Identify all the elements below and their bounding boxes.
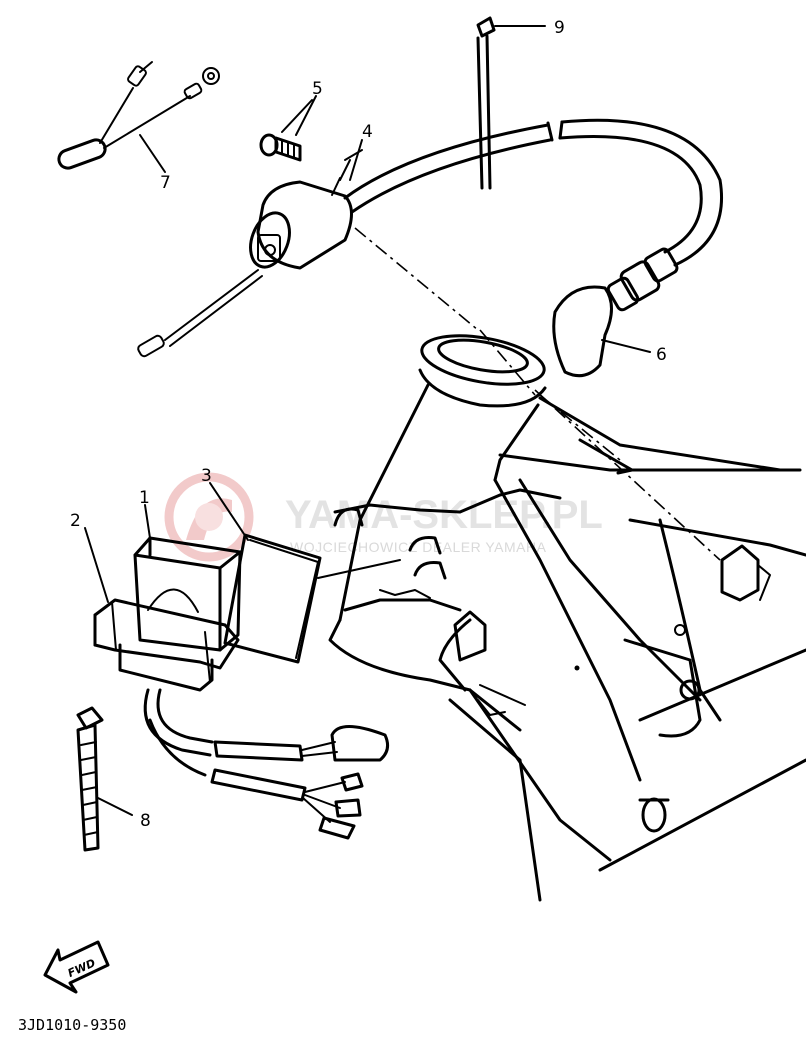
watermark: YAMA-SKLEP.PL WOJCIECHOWICZ DEALER YAMAH…	[164, 472, 603, 562]
callout-7: 7	[160, 173, 171, 193]
callout-1: 1	[139, 488, 150, 508]
watermark-title: YAMA-SKLEP.PL	[285, 493, 603, 537]
callouts: 1 2 3 4 5 6 7 8 9	[70, 18, 667, 831]
callout-8: 8	[140, 811, 151, 831]
part-2-holder-band	[93, 598, 240, 692]
callout-3: 3	[201, 466, 212, 486]
part-5-bolt	[259, 99, 313, 162]
part-7-wire-lead	[57, 61, 220, 173]
watermark-logo	[164, 472, 254, 562]
frame	[317, 334, 806, 902]
callout-9: 9	[554, 18, 565, 38]
cdi-wiring	[143, 688, 390, 840]
part-4-ignition-coil	[137, 118, 723, 358]
callout-2: 2	[70, 511, 81, 531]
part-8-cable-tie	[76, 706, 133, 852]
part-6-plug-cap	[552, 247, 679, 378]
callout-leaders	[84, 95, 363, 603]
part-3-pad	[223, 533, 322, 664]
part-9-cable-tie	[476, 16, 546, 190]
callout-4: 4	[362, 122, 373, 142]
callout-6: 6	[656, 345, 667, 365]
diagram-code: 3JD1010-9350	[18, 1016, 126, 1034]
fwd-arrow-icon: FWD	[43, 940, 110, 994]
callout-5: 5	[312, 79, 323, 99]
